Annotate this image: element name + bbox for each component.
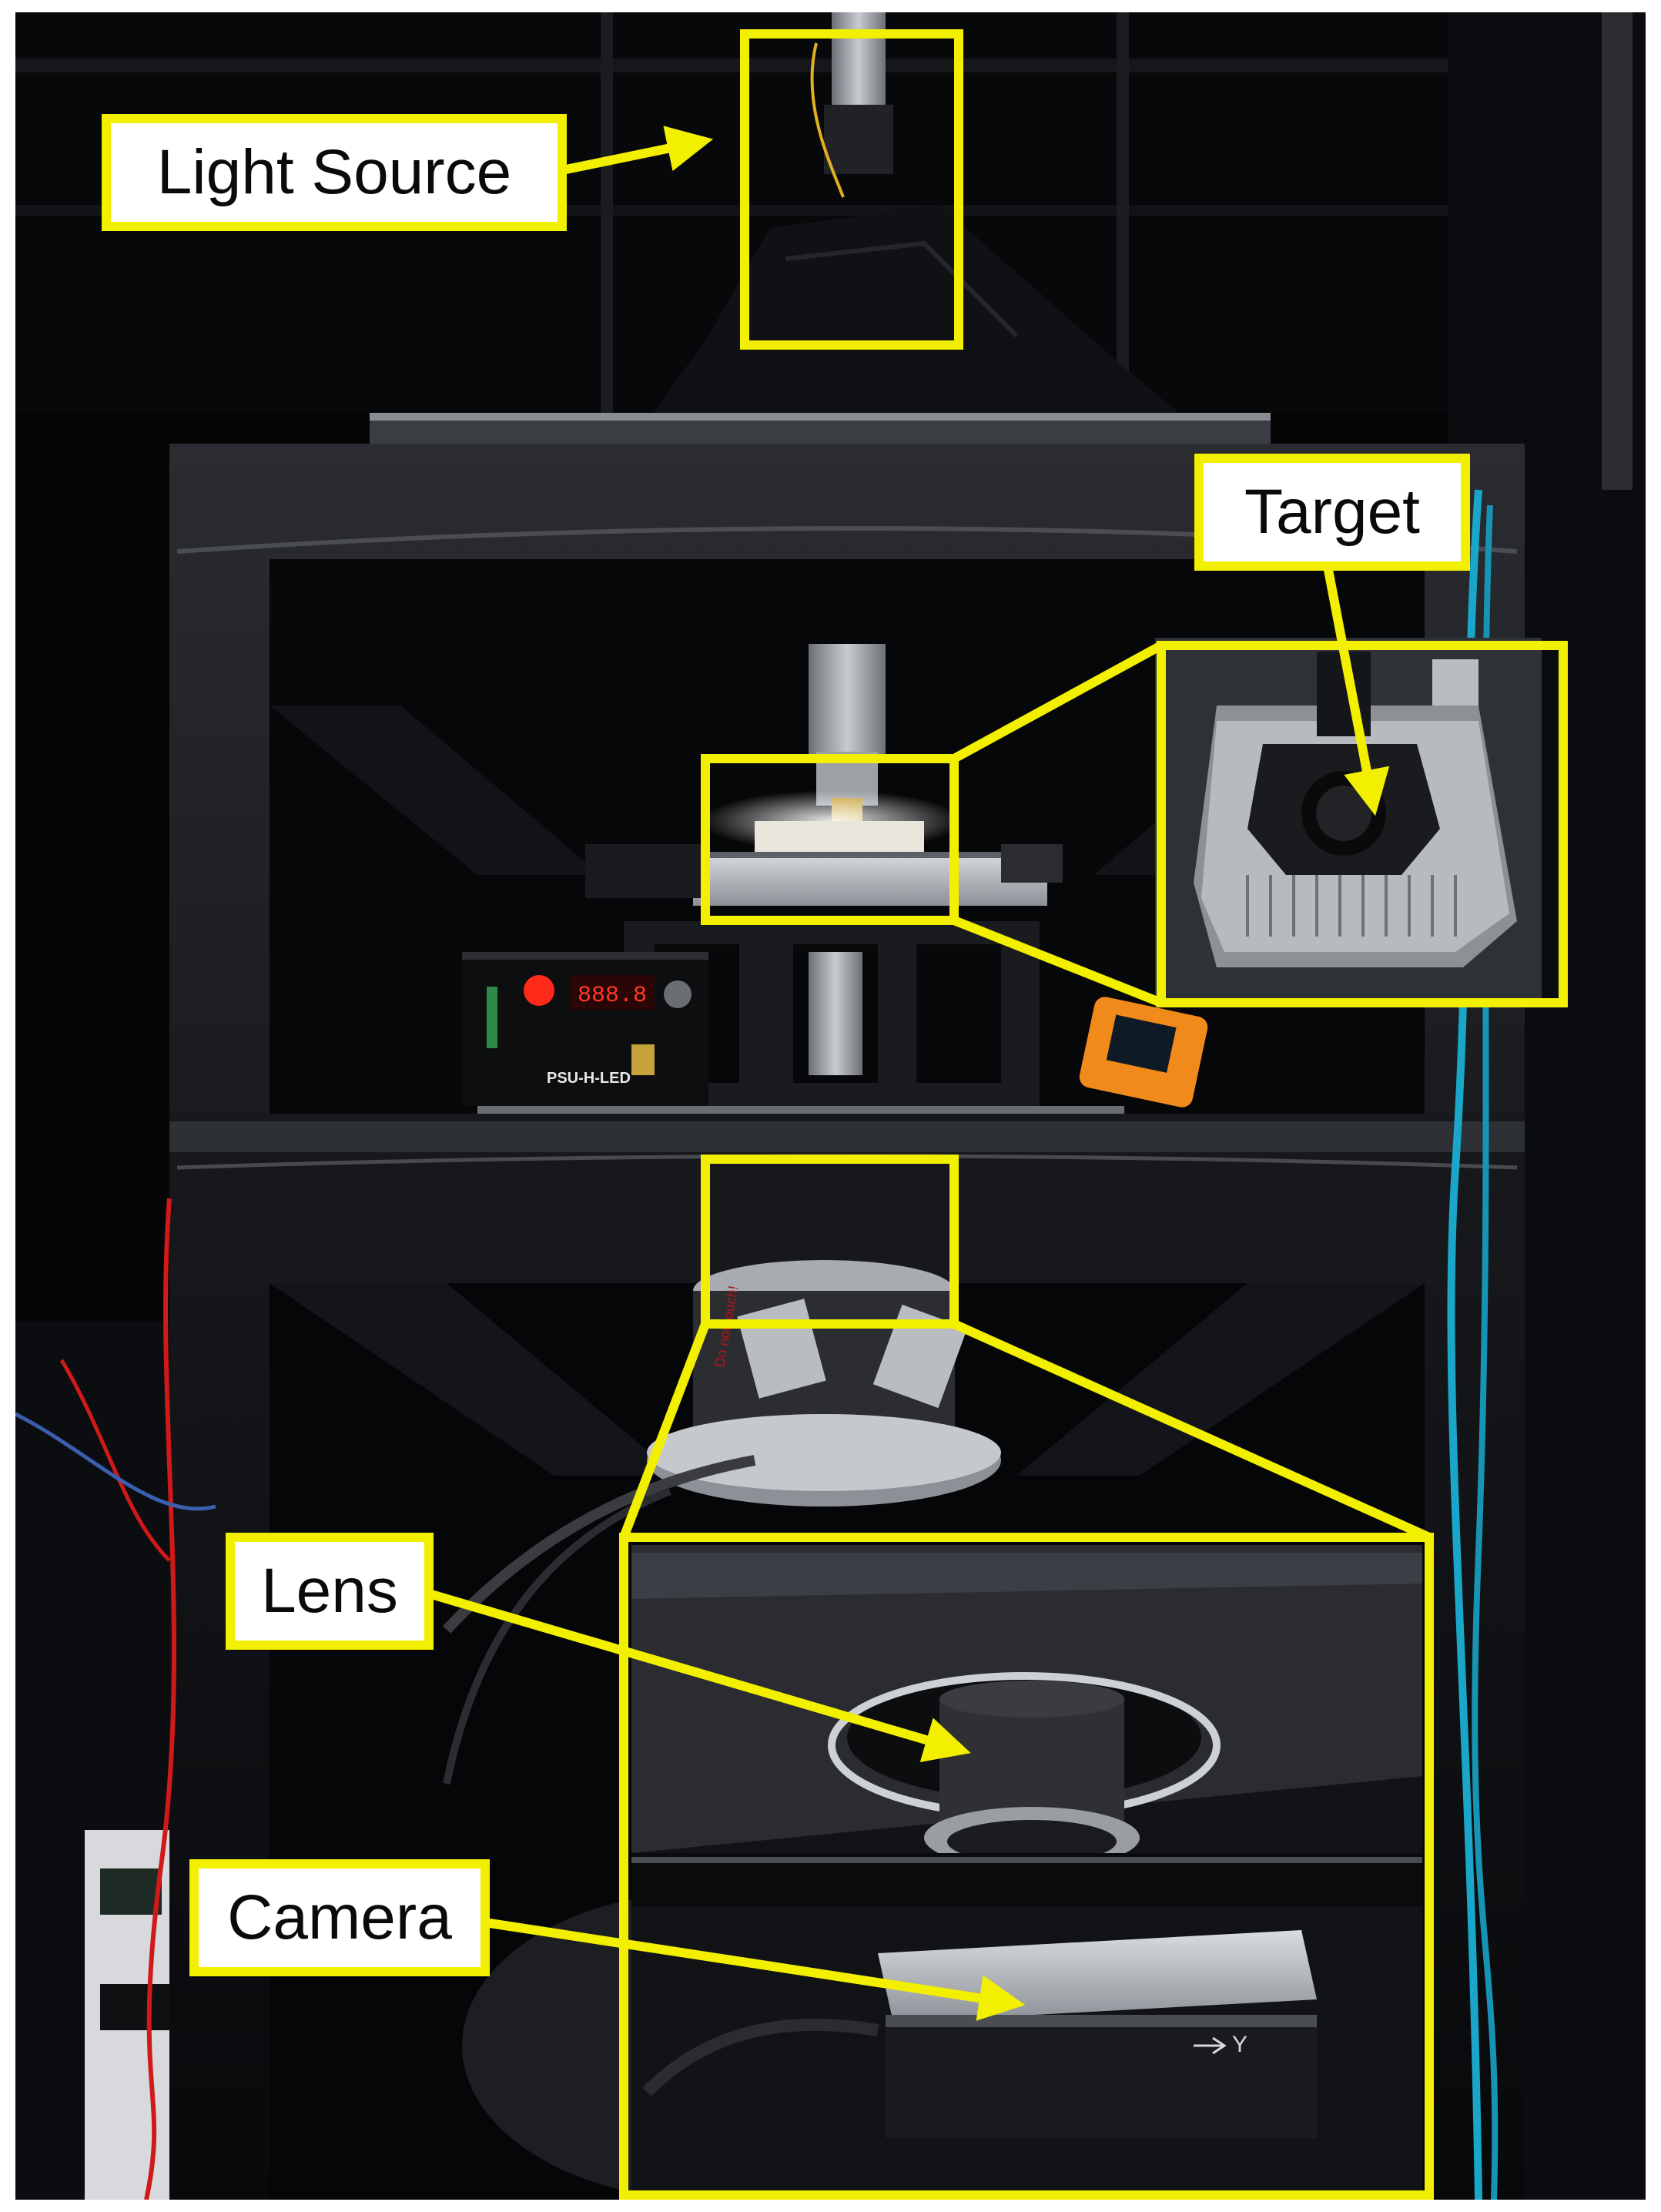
target-label-text: Target (1244, 477, 1420, 547)
lens-camera-inset-image: Y (631, 1545, 1422, 2194)
lens-label-text: Lens (261, 1556, 398, 1626)
light-source-label: Light Source (102, 114, 567, 231)
target-inset-image (1155, 638, 1542, 1007)
stage-axis-text: Y (1232, 2032, 1247, 2057)
psu-label-text: PSU-H-LED (547, 1070, 631, 1087)
target-label: Target (1194, 454, 1470, 571)
camera-label: Camera (189, 1859, 490, 1976)
camera-label-text: Camera (227, 1882, 452, 1952)
psu-display-text: 888.8 (578, 983, 647, 1009)
light-source-label-text: Light Source (156, 137, 512, 207)
lens-label: Lens (226, 1533, 434, 1650)
